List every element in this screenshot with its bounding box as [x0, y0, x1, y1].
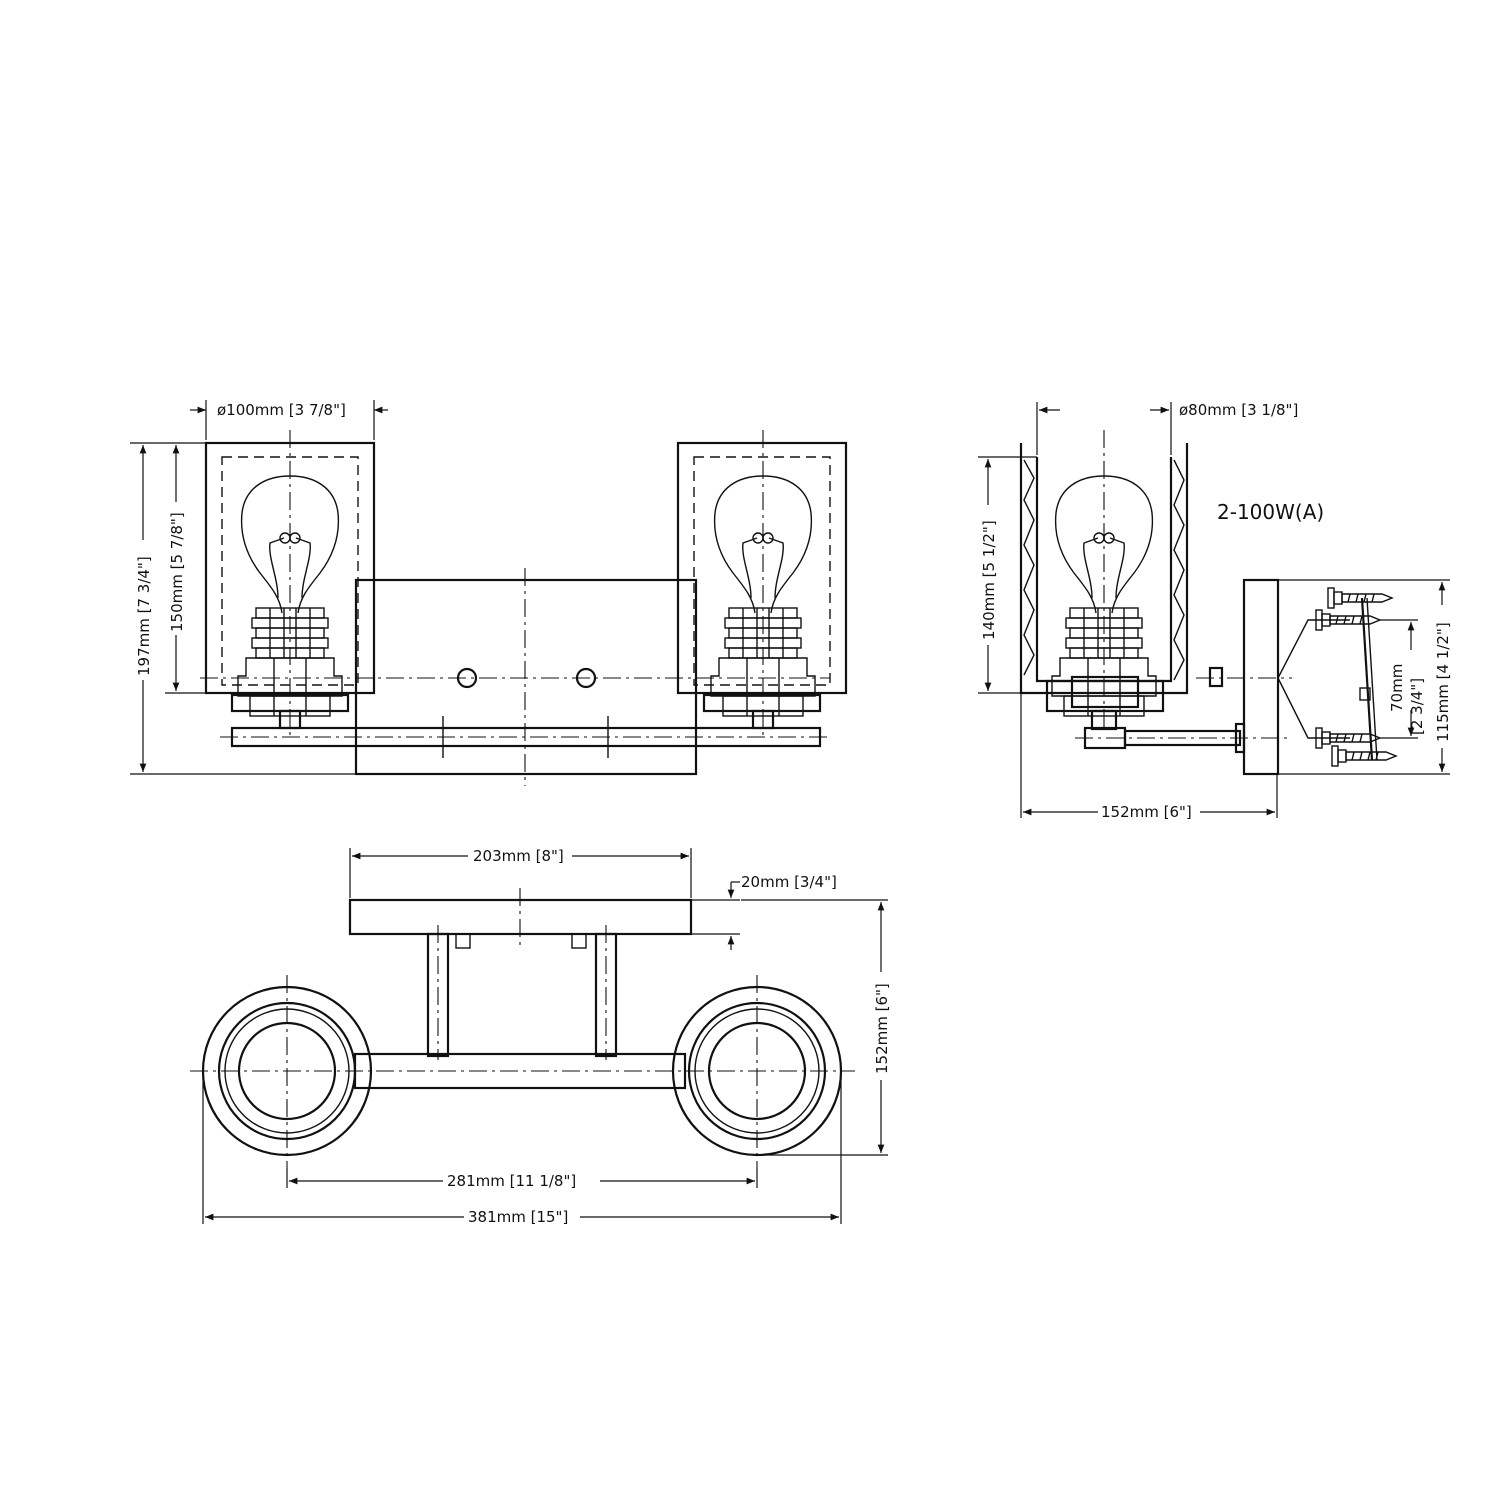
front-view: ø100mm [3 7/8"] 197mm [7 3/4"] 150mm [5 … [130, 400, 848, 786]
left-shade [204, 430, 376, 740]
top-view: 203mm [8"] 20mm [3/4"] 152mm [6"] 281mm … [190, 847, 891, 1226]
dim-side-extension: 152mm [6"] [1101, 803, 1192, 821]
dim-front-shade-height: 150mm [5 7/8"] [168, 512, 186, 632]
dim-top-backplate-width: 203mm [8"] [473, 847, 564, 865]
right-shade [676, 430, 848, 740]
dim-side-mount-spacing-mm: 70mm [1388, 664, 1406, 712]
bulb-spec: 2-100W(A) [1217, 500, 1324, 524]
dim-side-mount-spacing-in: [2 3/4"] [1408, 678, 1426, 735]
dim-front-shade-diameter: ø100mm [3 7/8"] [217, 401, 346, 419]
side-shade [1019, 430, 1189, 731]
dim-top-depth: 152mm [6"] [873, 983, 891, 1074]
mount-hole [456, 667, 478, 689]
dim-side-shade-diameter: ø80mm [3 1/8"] [1179, 401, 1298, 419]
dim-side-backplate-height: 115mm [4 1/2"] [1434, 622, 1452, 742]
dim-top-overall-width: 381mm [15"] [468, 1208, 568, 1226]
dim-top-backplate-depth: 20mm [3/4"] [741, 873, 837, 891]
dim-side-shade-height: 140mm [5 1/2"] [980, 520, 998, 640]
dim-front-overall-height: 197mm [7 3/4"] [135, 556, 153, 676]
side-backplate [1242, 578, 1280, 776]
dim-top-center-spacing: 281mm [11 1/8"] [447, 1172, 576, 1190]
front-backplate [354, 578, 698, 776]
side-view: ø80mm [3 1/8"] 2-100W(A) 140mm [5 1/2"] … [978, 401, 1452, 821]
mount-hole [575, 667, 597, 689]
